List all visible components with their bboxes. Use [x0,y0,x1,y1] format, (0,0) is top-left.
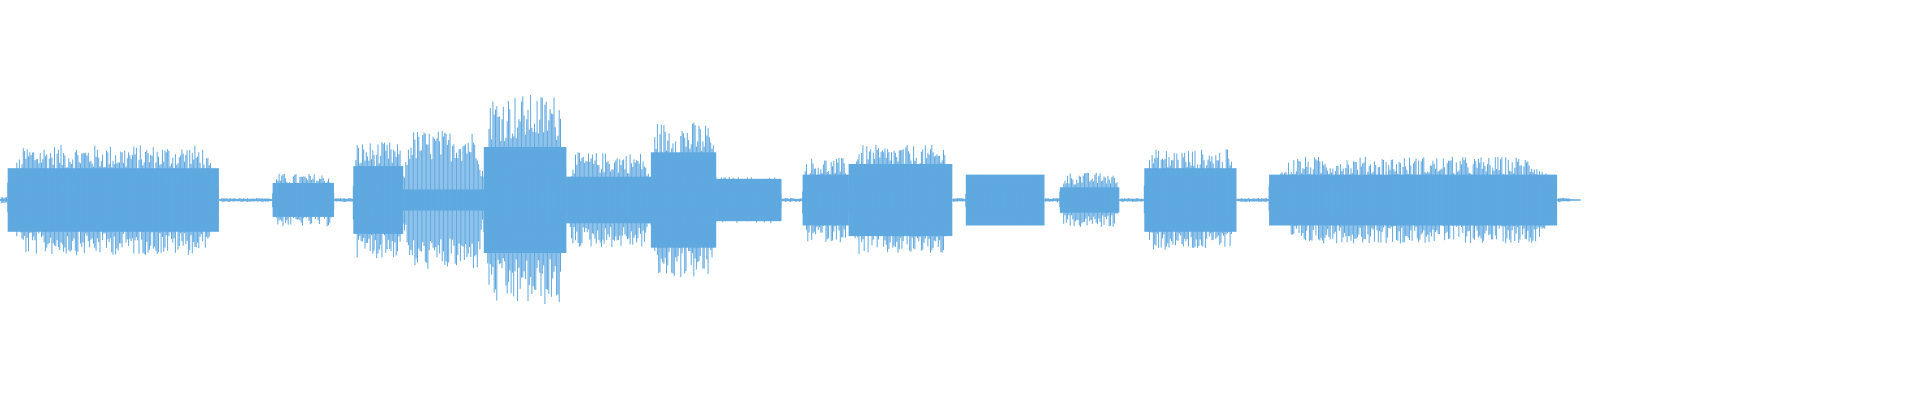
waveform-oscillation [0,95,1571,304]
waveform-strokes [0,95,1581,304]
